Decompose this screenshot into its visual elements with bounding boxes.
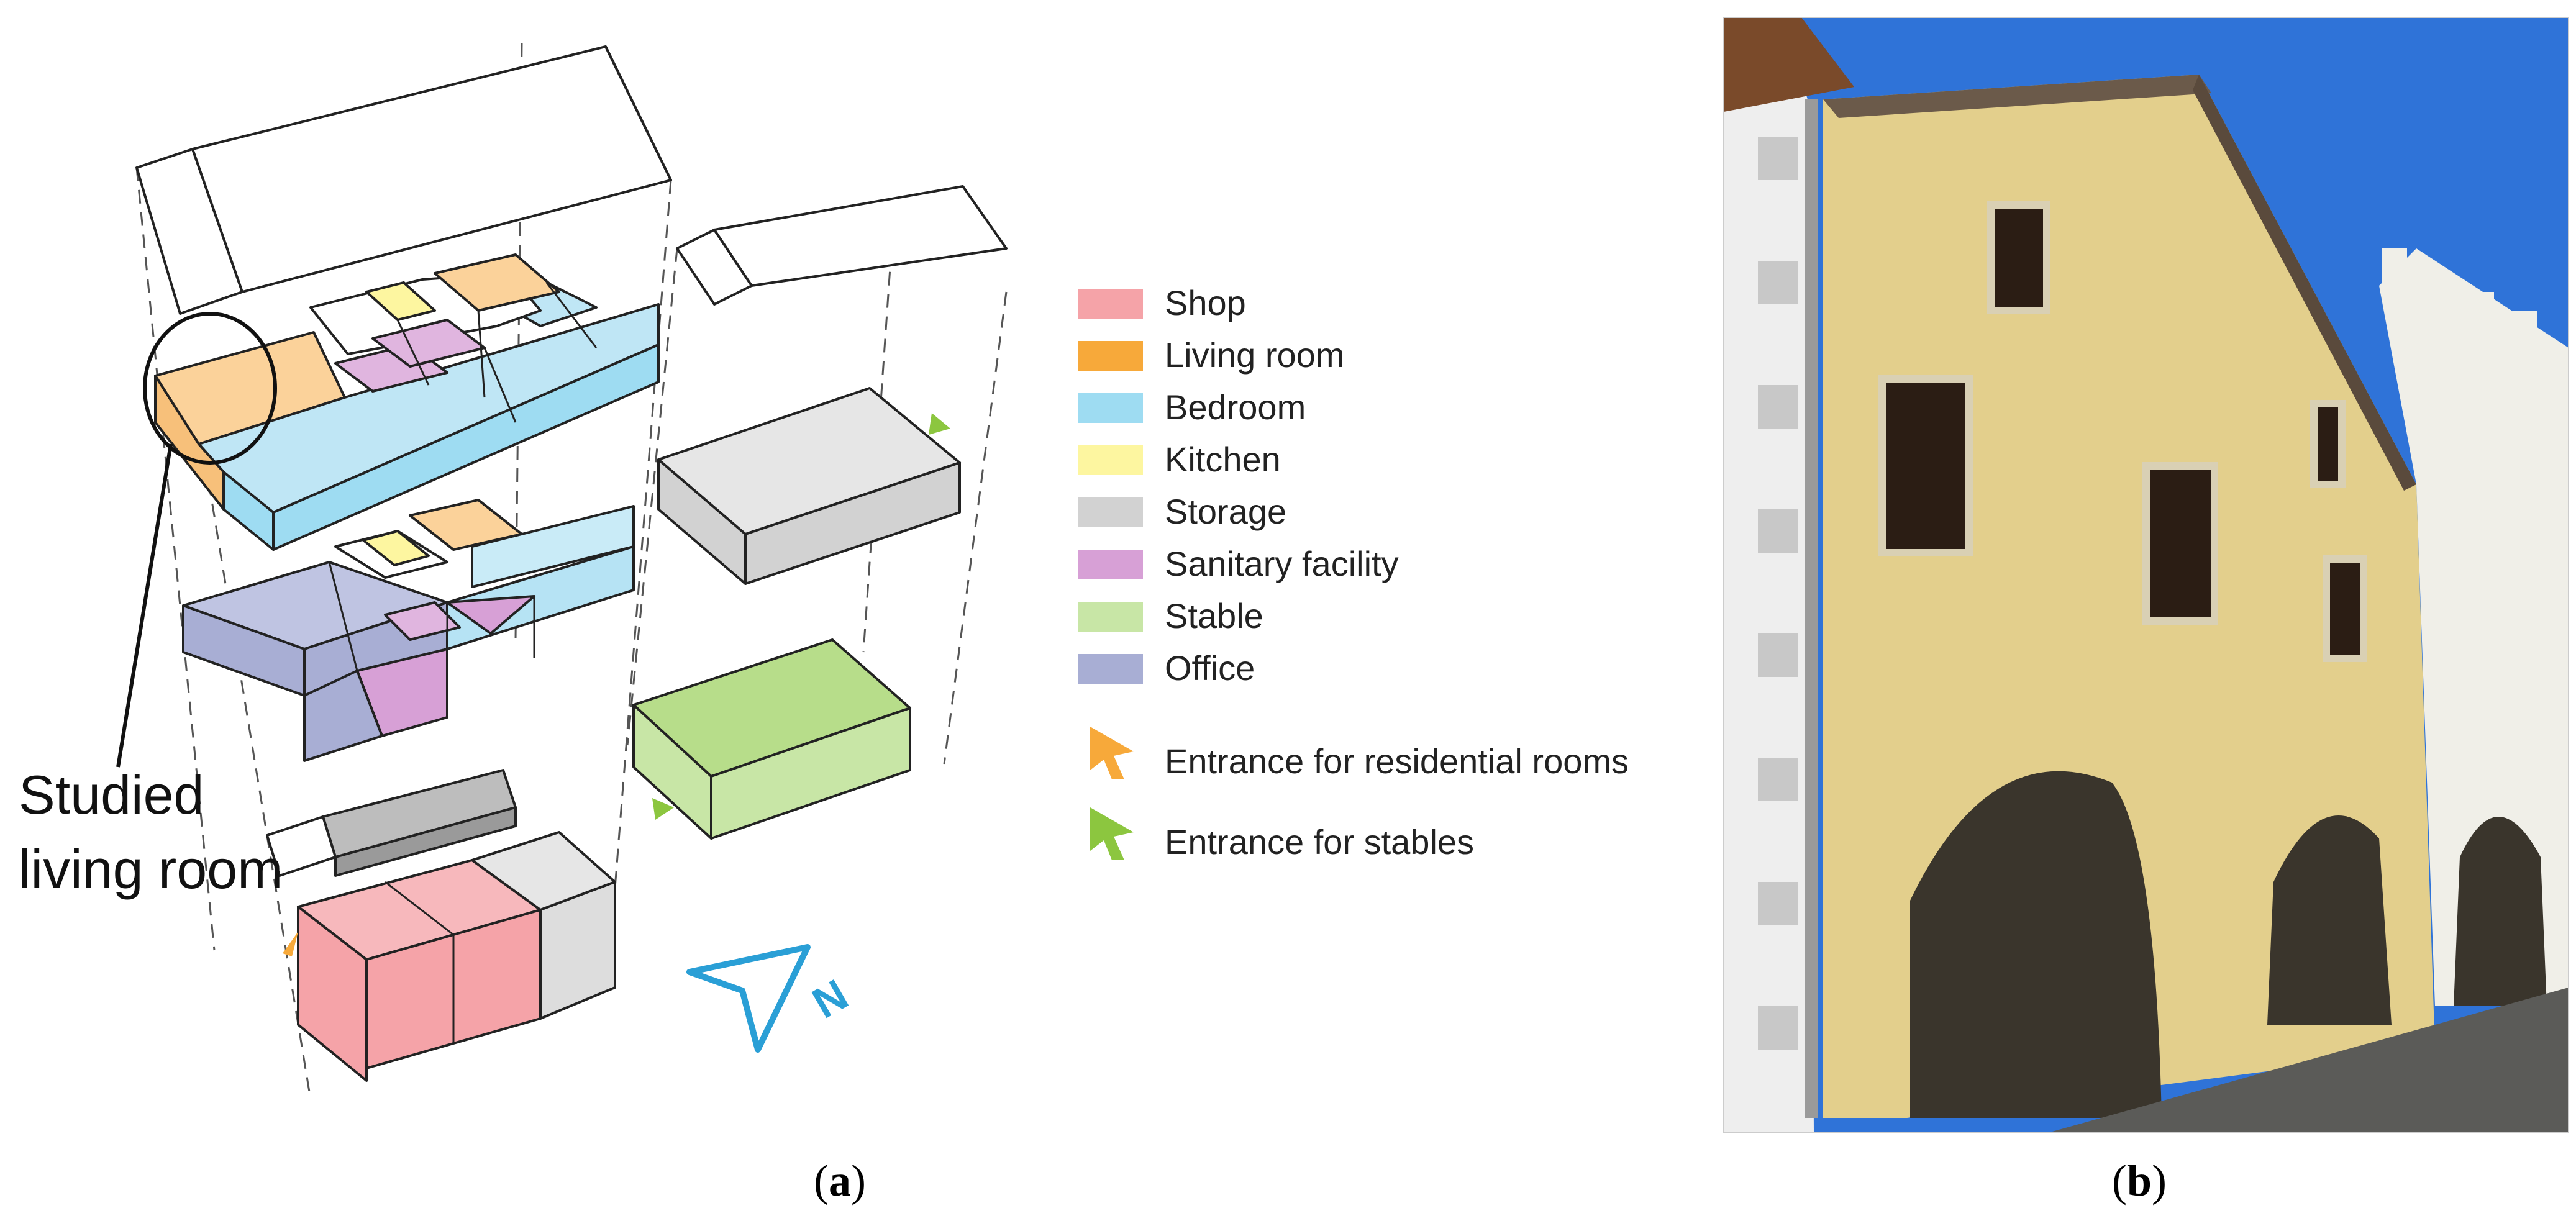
legend-label-office: Office [1165, 648, 1255, 688]
legend-swatch-living-room [1078, 341, 1143, 371]
stable-entrance-arrow-lower [652, 798, 674, 820]
stable-block [632, 638, 911, 840]
legend-swatch-kitchen [1078, 445, 1143, 475]
legend-label-living-room: Living room [1165, 335, 1344, 375]
exploded-axonometric-diagram [135, 43, 1008, 1100]
legend-label-sanitary-facility: Sanitary facility [1165, 544, 1399, 583]
residential-entrance-arrow [283, 932, 298, 956]
caption-b: (b) [2112, 1156, 2167, 1206]
ground-floor [297, 831, 616, 1082]
callout-label-line1: Studied [19, 764, 204, 825]
legend-swatch-office [1078, 654, 1143, 684]
compass-label: N [804, 970, 856, 1028]
legend-swatch-stable [1078, 602, 1143, 632]
legend-label-stable: Stable [1165, 596, 1263, 635]
legend-label-stable-entrance: Entrance for stables [1165, 822, 1474, 861]
north-arrow-icon: N [686, 944, 856, 1053]
upper-floor [154, 253, 660, 551]
legend-swatch-sanitary-facility [1078, 550, 1143, 579]
legend-swatch-storage [1078, 497, 1143, 527]
middle-floor [182, 499, 635, 762]
legend-label-storage: Storage [1165, 492, 1286, 531]
legend-swatch-bedroom [1078, 393, 1143, 423]
stable-entrance-arrow-upper [929, 413, 950, 435]
legend-label-bedroom: Bedroom [1165, 388, 1306, 427]
legend-label-shop: Shop [1165, 283, 1246, 322]
studied-room-callout [116, 312, 277, 768]
side-roof [676, 185, 1008, 306]
caption-a: (a) [814, 1156, 866, 1206]
main-roof [135, 45, 672, 315]
building-photo [1723, 17, 2569, 1133]
side-storage-block [657, 387, 961, 585]
stable-entrance-legend-icon [1090, 807, 1134, 860]
storage-strip [266, 769, 517, 877]
callout-label-line2: living room [19, 838, 283, 900]
legend-swatch-shop [1078, 289, 1143, 319]
legend-label-residential-entrance: Entrance for residential rooms [1165, 742, 1629, 781]
legend-label-kitchen: Kitchen [1165, 440, 1281, 479]
residential-entrance-legend-icon [1090, 727, 1134, 779]
